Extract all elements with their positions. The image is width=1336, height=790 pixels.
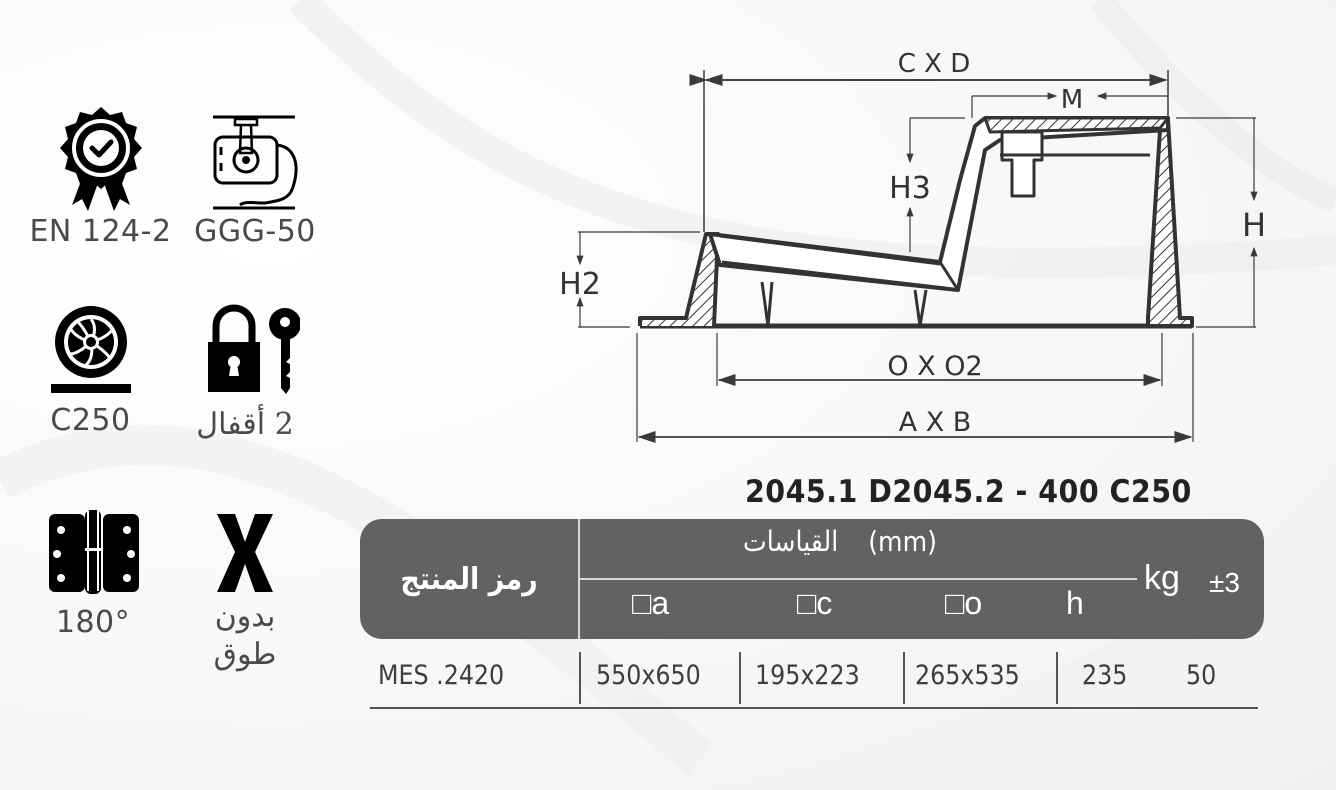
hinge-angle-label: 180° (55, 605, 131, 640)
material-label: GGG-50 (194, 214, 316, 249)
header-col-o: □o (945, 585, 983, 621)
hinge-icon (49, 510, 139, 594)
dim-label-axb: A X B (899, 407, 972, 438)
product-title: 2045.1 D2045.2 - 400 C250 (745, 474, 1192, 510)
cell-o: 265x535 (915, 660, 1020, 691)
padlock-key-icon (208, 304, 300, 394)
cross-section-drawing: C X D M H3 H H2 O X O2 A X B (559, 49, 1266, 443)
feature-material: GGG-50 (175, 105, 335, 248)
header-subdivider (580, 578, 1137, 580)
cast-iron-casting-icon (213, 115, 298, 210)
cell-a: 550x650 (596, 660, 701, 691)
dim-label-h2: H2 (559, 267, 601, 302)
feature-standard: EN 124-2 (18, 105, 183, 248)
column-divider (1056, 652, 1058, 704)
certified-badge-icon (59, 107, 142, 211)
header-dimensions: القياسات (mm) (580, 525, 1100, 558)
locks-label: 2 أقفال (196, 407, 294, 442)
cell-h: 235 (1082, 660, 1128, 691)
dim-label-oxo2: O X O2 (887, 351, 982, 382)
header-dimensions-ar: القياسات (743, 525, 839, 558)
feature-gasket: بدون طوق (185, 508, 305, 673)
wheel-load-icon (50, 306, 131, 393)
load-class-label: C250 (50, 403, 131, 438)
gasket-label-line1: بدون (214, 599, 276, 634)
standard-label: EN 124-2 (29, 214, 172, 249)
header-weight-unit: kg (1144, 559, 1180, 597)
dim-label-h3: H3 (889, 171, 931, 206)
row-bottom-border (370, 707, 1258, 709)
feature-hinge: 180° (28, 508, 158, 639)
header-divider (578, 519, 580, 639)
x-mark-icon (217, 514, 273, 592)
header-col-a: □a (632, 585, 670, 621)
header-weight-tolerance: ±3 (1209, 567, 1240, 598)
table-row: MES .2420 550x650 195x223 265x535 235 50 (370, 650, 1258, 708)
dim-label-cxd: C X D (898, 49, 971, 79)
column-divider (739, 652, 741, 704)
gasket-label-line2: طوق (213, 636, 277, 672)
cell-code: MES .2420 (378, 660, 505, 691)
header-product-code: رمز المنتج (400, 561, 538, 597)
dim-label-h: H (1242, 206, 1266, 244)
header-dimensions-unit: (mm) (868, 525, 937, 558)
dim-label-m: M (1061, 85, 1083, 115)
feature-locks: 2 أقفال (175, 302, 315, 441)
header-col-c: □c (797, 585, 833, 621)
column-divider (579, 652, 581, 704)
spec-table-header: رمز المنتج القياسات (mm) □a □c □o h kg ±… (360, 519, 1264, 639)
column-divider (903, 652, 905, 704)
header-col-h: h (1066, 585, 1084, 621)
cell-kg: 50 (1186, 660, 1217, 691)
cell-c: 195x223 (755, 660, 860, 691)
feature-load-class: C250 (18, 302, 163, 437)
